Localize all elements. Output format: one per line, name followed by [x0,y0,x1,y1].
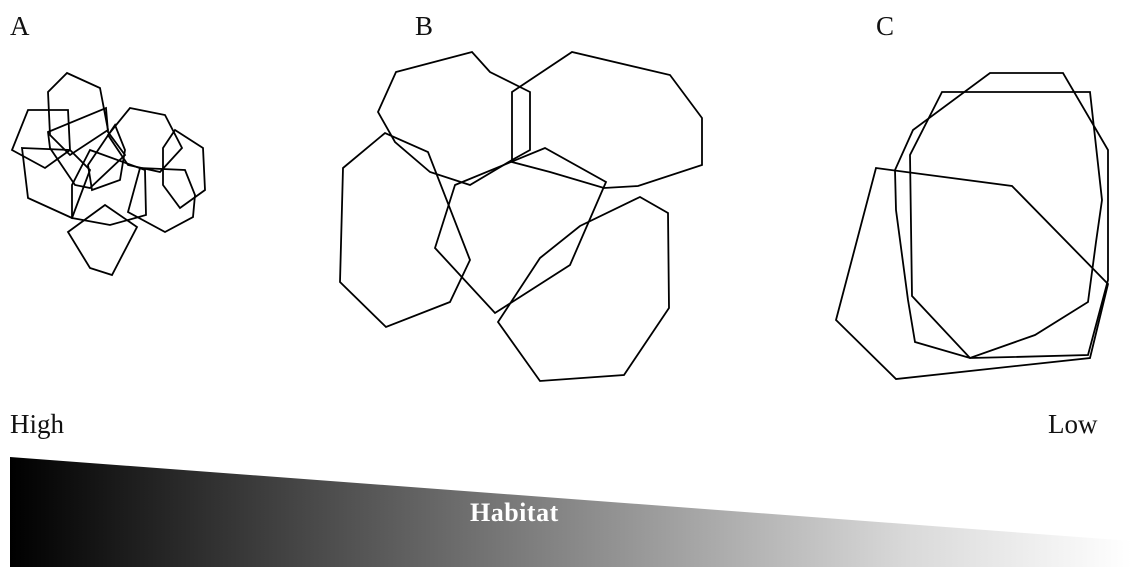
panel-a-ranges [10,71,206,277]
range-polygon [894,72,1109,359]
range-polygon [10,109,71,170]
range-polygon [496,195,670,382]
low-label: Low [1048,409,1098,439]
range-polygon [909,91,1103,360]
range-polygon [511,51,703,189]
range-polygon [376,50,531,186]
high-label: High [10,409,65,439]
panel-c-ranges [834,72,1109,380]
panel-label-c: C [876,11,894,41]
range-polygon [834,167,1109,380]
range-polygon [20,147,92,220]
habitat-label: Habitat [470,498,559,527]
range-polygon [71,148,147,226]
range-polygon [47,106,127,189]
range-polygon [87,123,126,192]
range-polygon [47,71,109,157]
panel-b-ranges [339,50,703,382]
range-polygon [433,147,608,315]
range-polygon [126,167,196,234]
range-polygon [106,107,184,173]
range-polygon [162,128,206,210]
range-polygon [339,131,471,329]
range-polygon [66,203,139,277]
habitat-gradient-wedge [10,457,1132,567]
panel-label-a: A [10,11,30,41]
panel-label-b: B [415,11,433,41]
